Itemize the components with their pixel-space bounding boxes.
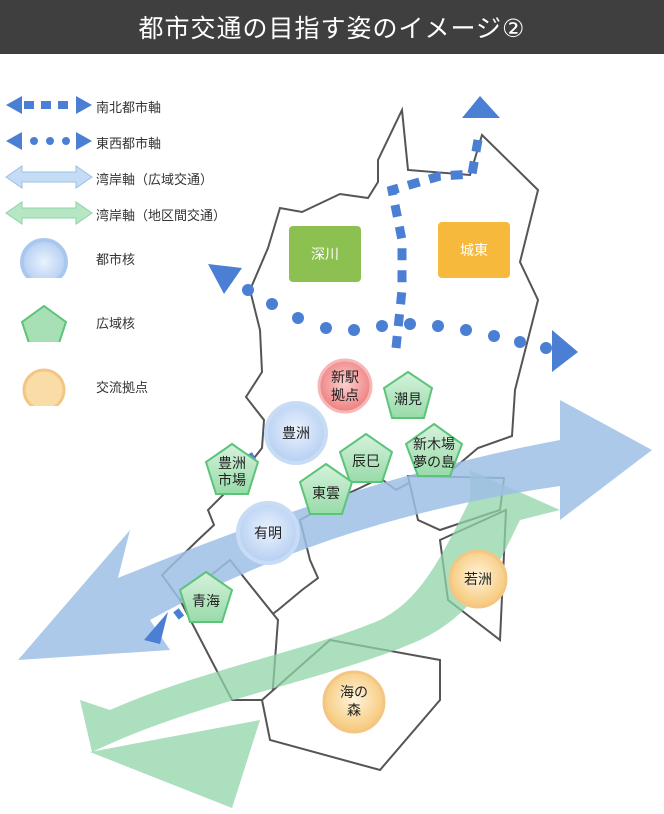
ew-axis-arrow-east — [552, 330, 578, 372]
node-wakasu — [448, 549, 508, 609]
node-shinonome-label: 東雲 — [312, 486, 340, 502]
ns-axis — [386, 139, 483, 349]
ew-axis-legend-icon — [6, 132, 92, 150]
node-new-station-line2: 拠点 — [331, 388, 359, 404]
bay-axis-local — [80, 470, 560, 752]
bay-axis-wide — [18, 400, 652, 660]
wide-core-legend-icon — [20, 304, 68, 342]
node-new-station — [317, 358, 373, 414]
node-toyosu-market-line1: 豊洲 — [218, 456, 246, 472]
node-shiomi-label: 潮見 — [394, 392, 422, 408]
node-ariake — [236, 501, 300, 565]
ns-axis-arrow-north — [462, 96, 500, 118]
node-shinkiba — [404, 422, 464, 477]
ns-axis-legend-icon — [6, 96, 92, 114]
exchange-hub-legend-icon — [22, 368, 66, 406]
bay-local-legend-icon — [5, 201, 93, 225]
area-joto — [438, 222, 510, 278]
legend-ns-axis: 南北都市軸 — [4, 86, 161, 126]
legend-exchange-hub-label: 交流拠点 — [96, 380, 149, 396]
node-wakasu-label: 若洲 — [464, 572, 492, 588]
node-tatsumi — [338, 432, 394, 483]
node-shiomi — [382, 370, 434, 419]
node-uminomori-line2: 森 — [347, 703, 361, 719]
legend-bay-local: 湾岸軸（地区間交通） — [4, 194, 226, 234]
legend-wide-core: 広域核 — [4, 298, 135, 346]
node-shinonome — [298, 462, 354, 515]
legend-bay-wide-label: 湾岸軸（広域交通） — [96, 172, 214, 188]
node-tatsumi-label: 辰巳 — [352, 454, 380, 470]
page-title: 都市交通の目指す姿のイメージ② — [138, 14, 526, 43]
node-aomi — [178, 570, 234, 623]
node-toyosu-market-line2: 市場 — [218, 472, 246, 489]
legend-ns-axis-label: 南北都市軸 — [96, 100, 162, 116]
node-uminomori — [322, 670, 386, 734]
node-uminomori-line1: 海の — [340, 685, 368, 701]
ew-axis-arrow-west — [208, 264, 242, 294]
legend-urban-core-label: 都市核 — [96, 252, 136, 268]
legend-ew-axis-label: 東西都市軸 — [96, 136, 162, 152]
title-bar: 都市交通の目指す姿のイメージ② — [0, 0, 664, 54]
node-toyosu-market — [204, 442, 260, 495]
node-shinkiba-line2: 夢の島 — [413, 455, 455, 471]
node-shinkiba-line1: 新木場 — [413, 437, 455, 453]
node-toyosu-label: 豊洲 — [282, 426, 310, 442]
legend-wide-core-label: 広域核 — [96, 316, 136, 332]
area-fukagawa-label: 深川 — [311, 247, 339, 263]
legend-bay-wide: 湾岸軸（広域交通） — [4, 158, 213, 198]
legend-ew-axis: 東西都市軸 — [4, 122, 161, 162]
bay-axis-local-arrowhead — [90, 720, 260, 808]
node-toyosu — [264, 401, 328, 465]
node-ariake-label: 有明 — [254, 526, 282, 542]
node-aomi-label: 青海 — [192, 594, 220, 610]
ns-axis-arrow-south — [144, 612, 168, 644]
ew-axis — [242, 284, 552, 354]
legend-urban-core: 都市核 — [4, 234, 135, 282]
urban-core-legend-icon — [20, 238, 68, 278]
area-fukagawa — [289, 226, 361, 282]
bay-wide-legend-icon — [5, 165, 93, 189]
legend-bay-local-label: 湾岸軸（地区間交通） — [96, 208, 227, 224]
legend-exchange-hub: 交流拠点 — [4, 362, 148, 410]
node-new-station-line1: 新駅 — [331, 370, 359, 386]
area-joto-label: 城東 — [460, 243, 488, 259]
